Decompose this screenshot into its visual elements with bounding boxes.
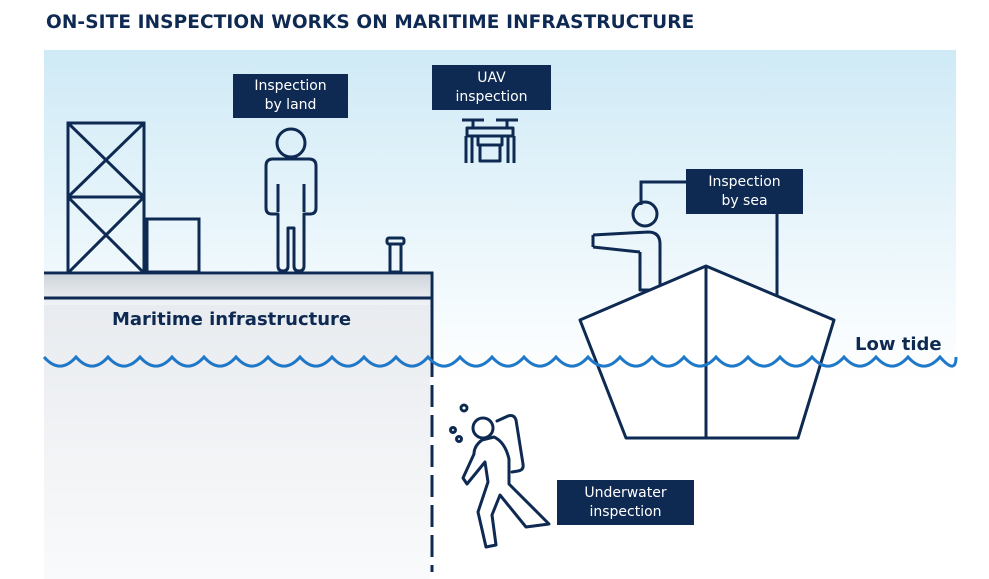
label-underwater-line-1: Underwater xyxy=(584,484,667,501)
drone-icon xyxy=(462,118,518,163)
label-uav-inspection: UAV inspection xyxy=(432,65,551,110)
infrastructure-underwater xyxy=(44,300,430,579)
sea-inspector-icon xyxy=(591,200,662,292)
dock-outline xyxy=(44,271,434,355)
label-inspection-by-sea: Inspection by sea xyxy=(686,169,803,214)
container-stack xyxy=(66,121,146,275)
land-inspector-icon xyxy=(264,127,318,273)
label-uav-line-1: UAV xyxy=(477,69,506,86)
label-land-line-1: Inspection xyxy=(254,78,327,94)
label-sea-line-1: Inspection xyxy=(708,173,781,190)
label-sea-line-2: by sea xyxy=(721,192,768,209)
low-tide-label: Low tide xyxy=(855,334,942,355)
dock-face xyxy=(44,275,430,305)
label-underwater-line-2: inspection xyxy=(589,503,662,520)
sea-label-connector xyxy=(639,180,779,305)
label-land-line-2: by land xyxy=(264,97,317,113)
water-surface-line xyxy=(42,354,958,368)
diver-icon xyxy=(449,403,551,549)
maritime-infrastructure-label: Maritime infrastructure xyxy=(112,309,352,330)
label-inspection-by-land: Inspection by land xyxy=(233,74,348,118)
boat-icon xyxy=(578,264,836,440)
label-uav-line-2: inspection xyxy=(455,88,528,105)
diagram-title: ON-SITE INSPECTION WORKS ON MARITIME INF… xyxy=(46,12,695,33)
label-underwater-inspection: Underwater inspection xyxy=(557,480,694,525)
